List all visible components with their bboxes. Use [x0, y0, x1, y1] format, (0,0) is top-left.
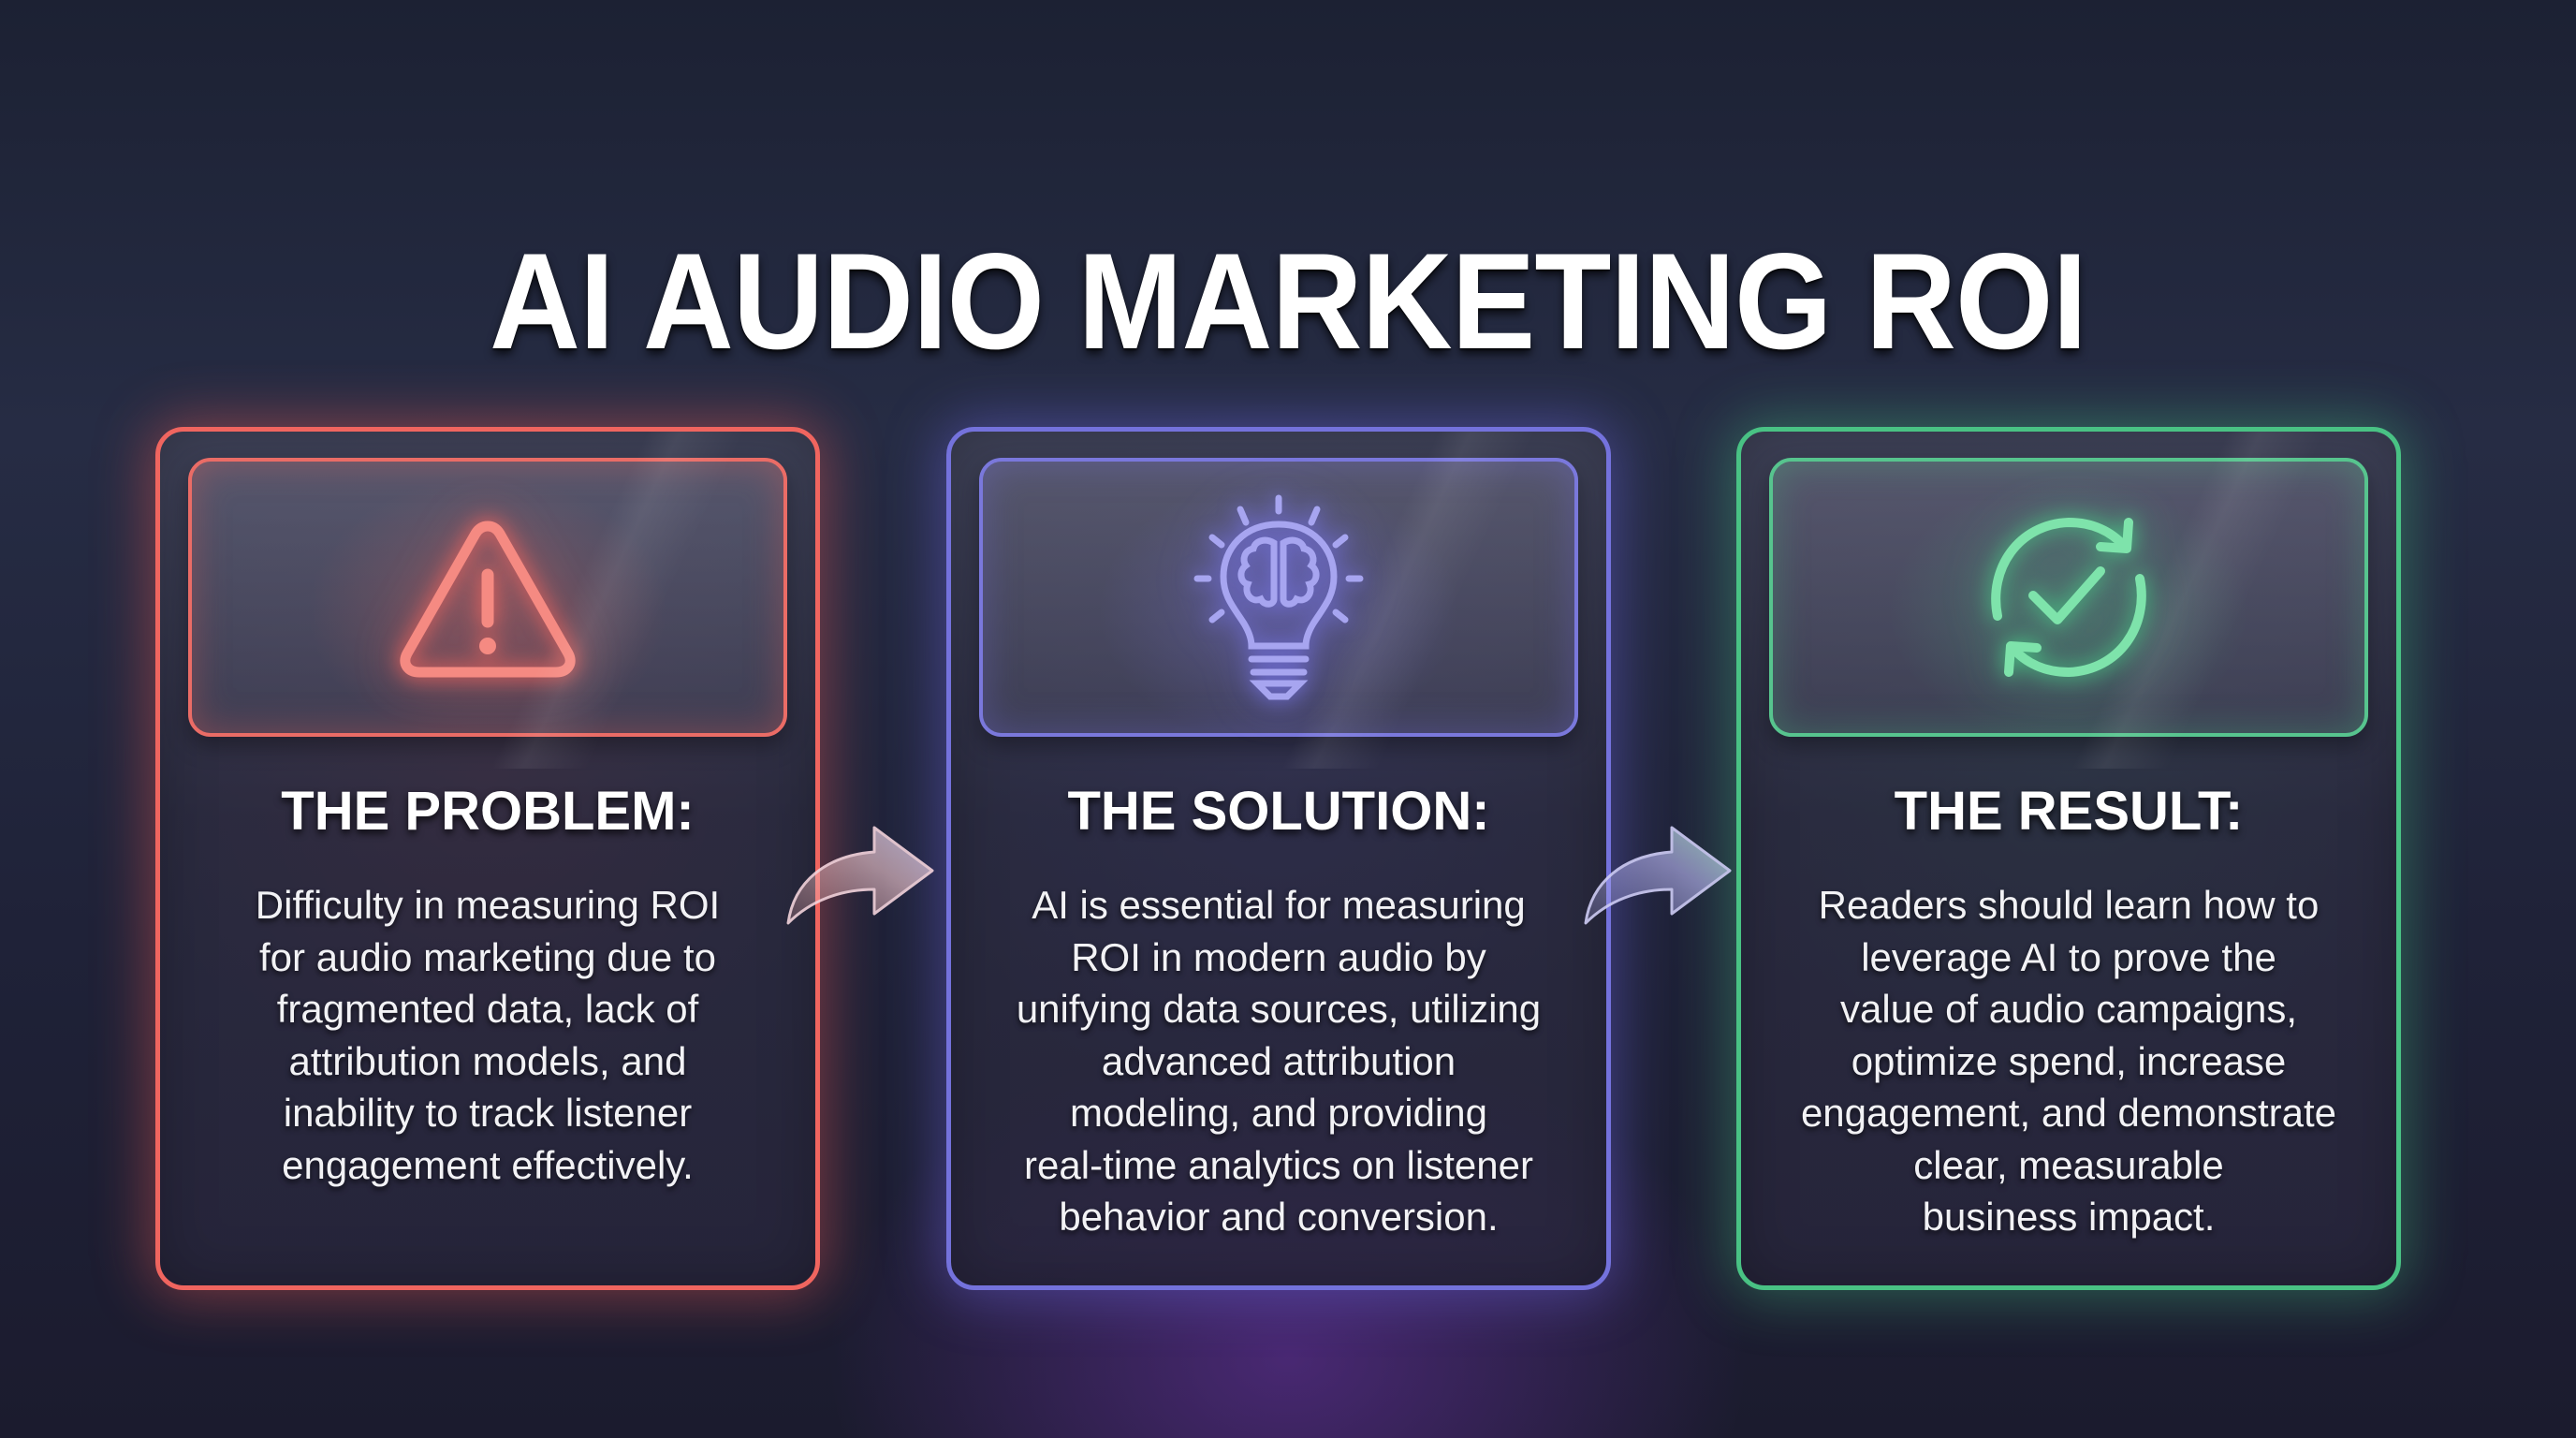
curved-arrow-right-icon: [1584, 826, 1732, 925]
result-heading: THE RESULT:: [1894, 781, 2244, 842]
warning-triangle-icon: [400, 521, 576, 678]
lightbulb-brain-icon: [1193, 494, 1364, 700]
problem-card: THE PROBLEM: Difficulty in measuring ROI…: [155, 427, 820, 1290]
page-title: AI AUDIO MARKETING ROI: [490, 224, 2087, 377]
solution-card: THE SOLUTION: AI is essential for measur…: [946, 427, 1611, 1290]
solution-icon-panel: [979, 458, 1578, 737]
result-icon-panel: [1769, 458, 2368, 737]
refresh-check-icon: [1991, 518, 2146, 677]
problem-heading: THE PROBLEM:: [281, 781, 695, 842]
result-card: THE RESULT: Readers should learn how to …: [1736, 427, 2401, 1290]
problem-body: Difficulty in measuring ROI for audio ma…: [255, 883, 721, 1187]
curved-arrow-right-icon: [786, 826, 934, 925]
result-body: Readers should learn how to leverage AI …: [1800, 883, 2337, 1239]
solution-body: AI is essential for measuring ROI in mod…: [1016, 883, 1542, 1239]
problem-icon-panel: [188, 458, 787, 737]
solution-heading: THE SOLUTION:: [1067, 781, 1490, 842]
